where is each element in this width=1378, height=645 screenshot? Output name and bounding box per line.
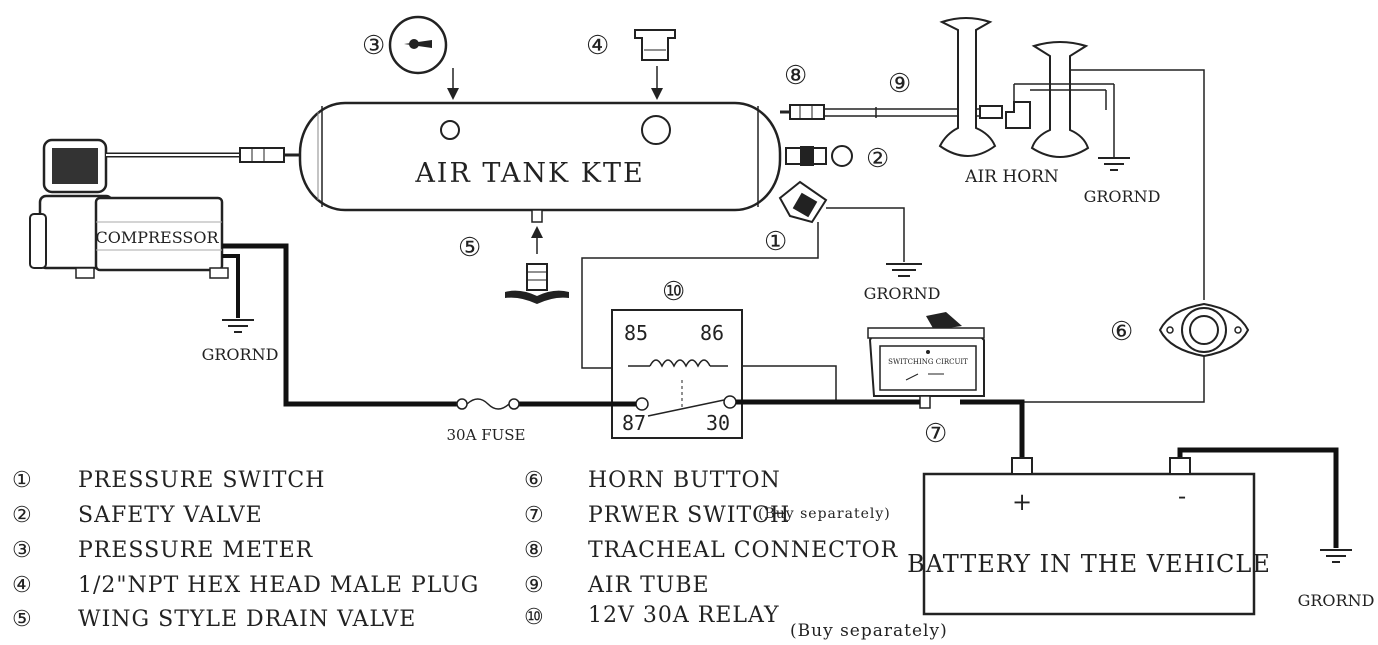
legend-3-num: ③ xyxy=(12,538,33,563)
air-horn-label: AIR HORN xyxy=(964,167,1059,187)
legend: ① PRESSURE SWITCH ② SAFETY VALVE ③ PRESS… xyxy=(12,468,948,641)
legend-6-num: ⑥ xyxy=(524,468,545,493)
callout-1: ① xyxy=(764,227,787,257)
legend-1-text: PRESSURE SWITCH xyxy=(78,468,325,493)
legend-5-text: WING STYLE DRAIN VALVE xyxy=(78,607,416,632)
relay: 85 86 87 30 xyxy=(611,309,743,439)
legend-10-text: 12V 30A RELAY xyxy=(588,603,780,628)
pressure-switch-relay-wire xyxy=(581,222,819,369)
battery: + - BATTERY IN THE VEHICLE xyxy=(907,457,1271,616)
legend-7-note: (Buy separately) xyxy=(758,506,891,522)
callout-9: ⑨ xyxy=(888,69,911,99)
legend-9-text: AIR TUBE xyxy=(587,573,710,598)
legend-8-text: TRACHEAL CONNECTOR xyxy=(588,538,899,563)
legend-7-text: PRWER SWITCH xyxy=(588,503,790,528)
power-switch: SWITCHING CIRCUIT xyxy=(867,312,985,409)
legend-1-num: ① xyxy=(12,468,33,493)
battery-negative-wire xyxy=(1177,447,1339,548)
ground-horn xyxy=(1098,150,1130,171)
legend-3-text: PRESSURE METER xyxy=(78,538,314,563)
tank-label: AIR TANK KTE xyxy=(414,158,644,189)
air-tank: AIR TANK KTE xyxy=(298,101,782,223)
ground-compressor xyxy=(222,319,254,333)
legend-10-num: ⑩ xyxy=(524,605,545,630)
compressor: COMPRESSOR xyxy=(29,138,229,279)
pressure-meter xyxy=(388,15,459,100)
battery-label: BATTERY IN THE VEHICLE xyxy=(907,550,1271,578)
relay-pin-87: 87 xyxy=(622,411,646,435)
ground-battery xyxy=(1320,549,1352,563)
compressor-hose xyxy=(106,147,300,163)
callout-2: ② xyxy=(866,144,889,174)
battery-positive-wire xyxy=(960,399,1025,460)
legend-8-num: ⑧ xyxy=(524,538,545,563)
pressure-switch-ground-wire xyxy=(826,207,905,262)
ground-horn-label: GRORND xyxy=(1084,187,1161,206)
compressor-power-wire xyxy=(222,243,460,407)
callout-7: ⑦ xyxy=(924,419,947,449)
compressor-label: COMPRESSOR xyxy=(95,228,219,247)
horn-wire xyxy=(1070,69,1205,300)
battery-minus: - xyxy=(1178,482,1186,510)
battery-plus: + xyxy=(1012,488,1032,516)
ground-compressor-label: GRORND xyxy=(202,345,279,364)
legend-5-num: ⑤ xyxy=(12,607,33,632)
callout-4: ④ xyxy=(586,31,609,61)
legend-4-text: 1/2"NPT HEX HEAD MALE PLUG xyxy=(78,573,479,598)
compressor-ground-wire xyxy=(222,254,240,318)
air-tube xyxy=(780,104,1003,120)
callout-6: ⑥ xyxy=(1110,317,1133,347)
ground-pressure-switch xyxy=(886,263,922,277)
horn-button-wire xyxy=(960,356,1205,403)
callout-3: ③ xyxy=(362,31,385,61)
legend-2-text: SAFETY VALVE xyxy=(78,503,263,528)
pressure-switch xyxy=(778,180,828,224)
fuse xyxy=(456,398,520,410)
relay-pin-85: 85 xyxy=(624,321,648,345)
horn-button xyxy=(1158,302,1250,358)
safety-valve xyxy=(785,145,853,167)
switch-face-label: SWITCHING CIRCUIT xyxy=(888,358,968,366)
legend-9-num: ⑨ xyxy=(524,573,545,598)
air-horn: AIR HORN xyxy=(938,17,1115,187)
relay-pin-30: 30 xyxy=(706,411,730,435)
relay-switch-wire xyxy=(742,365,837,402)
callout-8: ⑧ xyxy=(784,61,807,91)
relay-pin-86: 86 xyxy=(700,321,724,345)
legend-4-num: ④ xyxy=(12,573,33,598)
ground-pressure-switch-label: GRORND xyxy=(864,284,941,303)
callout-10: ⑩ xyxy=(662,277,685,307)
ground-battery-label: GRORND xyxy=(1298,591,1375,610)
legend-7-num: ⑦ xyxy=(524,503,545,528)
hex-plug xyxy=(634,29,676,100)
callout-5: ⑤ xyxy=(458,233,481,263)
fuse-label: 30A FUSE xyxy=(447,426,526,444)
drain-valve xyxy=(505,226,569,304)
legend-2-num: ② xyxy=(12,503,33,528)
legend-10-note: (Buy separately) xyxy=(790,621,948,641)
legend-6-text: HORN BUTTON xyxy=(588,468,781,493)
